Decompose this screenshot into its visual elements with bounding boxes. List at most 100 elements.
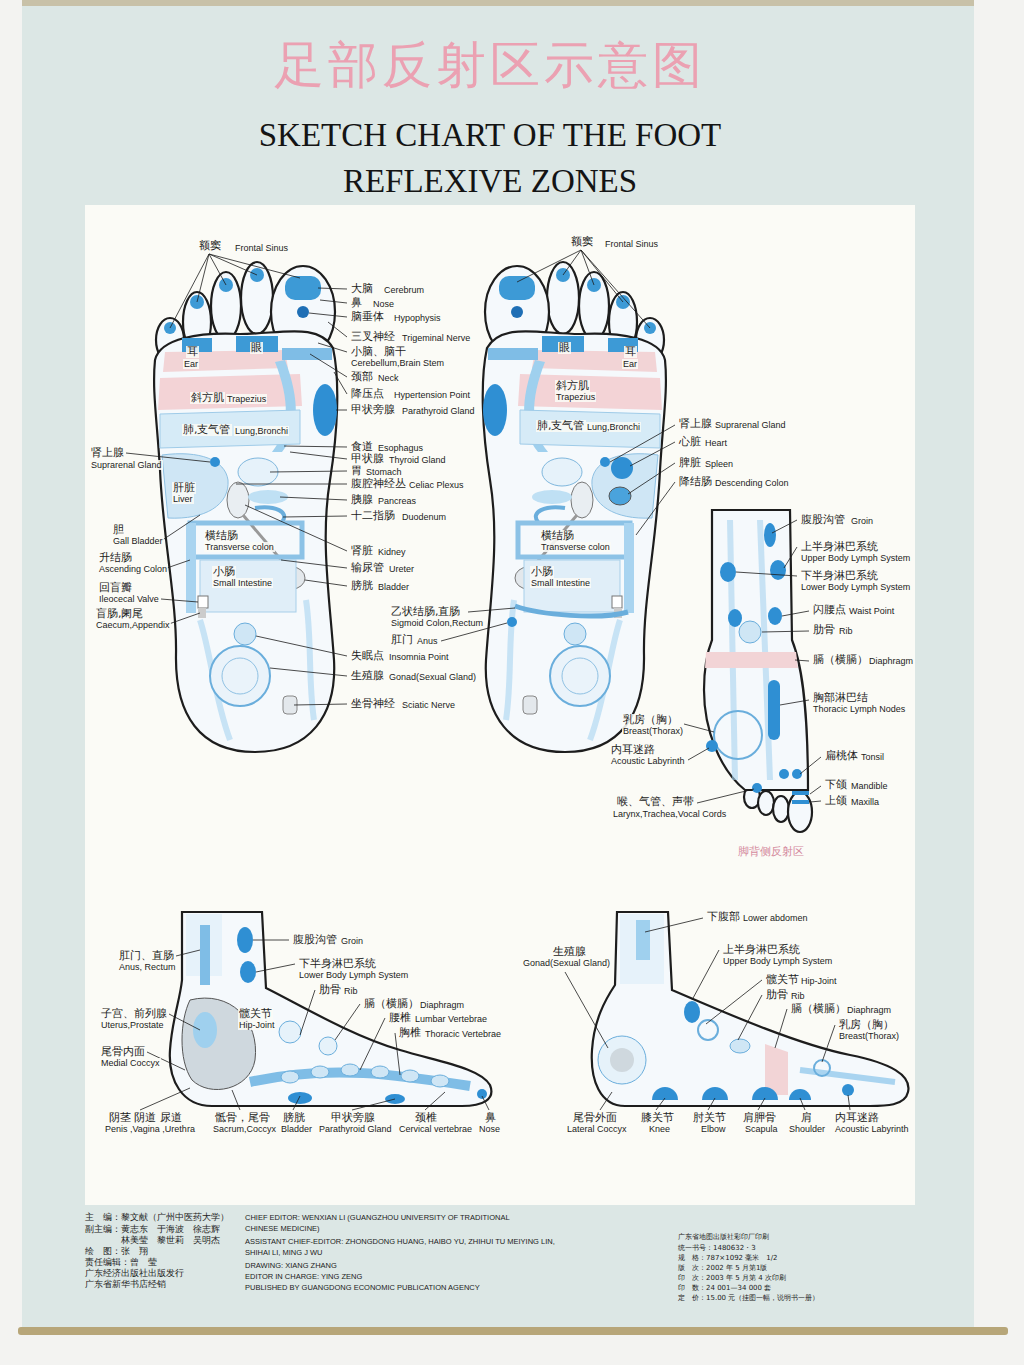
leader-line xyxy=(581,250,623,302)
organ-label: Parathyroid Gland xyxy=(401,406,476,416)
foot-lateral-drawing xyxy=(684,1001,700,1023)
organ-label: 盲肠,阑尾 xyxy=(95,608,145,620)
organ-label: Medial Coccyx xyxy=(100,1058,161,1068)
organ-label: 肋骨 xyxy=(765,989,789,1001)
leader-line xyxy=(293,1096,300,1110)
organ-label: Sacrum,Coccyx xyxy=(212,1124,277,1134)
zone-caption: 脚背侧反射区 xyxy=(738,846,804,858)
organ-label: 小脑、脑干 xyxy=(350,346,407,358)
organ-label: 腹股沟管 xyxy=(292,934,338,946)
foot-medial-drawing xyxy=(431,1075,449,1087)
organ-label: 小肠 xyxy=(530,566,554,578)
leader-line xyxy=(170,254,209,328)
leader-line xyxy=(563,250,581,275)
credit-text: 广东省新华书店经销 xyxy=(85,1279,166,1290)
organ-label: Transverse colon xyxy=(540,542,611,552)
leader-line xyxy=(772,520,797,533)
organ-label: Esophagus xyxy=(377,443,424,453)
organ-label: 上半身淋巴系统 xyxy=(800,541,879,553)
foot-dorsum-drawing xyxy=(788,792,812,832)
organ-label: Thoracic Lymph Nodes xyxy=(812,704,906,714)
organ-label: Cerebellum,Brain Stem xyxy=(350,358,445,368)
organ-label: 十二指肠 xyxy=(350,510,396,522)
organ-label: 肛门、直肠 xyxy=(118,950,175,962)
organ-label: 耳 xyxy=(186,346,199,358)
organ-label: 子宫、前列腺 xyxy=(100,1008,168,1020)
credit-text: 责任编辑：曾 莹 xyxy=(85,1257,157,1268)
foot-lateral-drawing xyxy=(814,1060,830,1076)
organ-label: 额窦 xyxy=(198,240,222,252)
chart-title-chinese: 足部反射区示意图 xyxy=(180,35,800,95)
leader-line xyxy=(636,482,675,535)
leader-line xyxy=(126,250,850,1110)
credit-text: 副主编：黄志东 于海波 徐志辉 xyxy=(85,1224,220,1235)
leader-line xyxy=(305,580,347,586)
foot-dorsum-drawing xyxy=(730,520,735,780)
organ-label: 尾骨外面 xyxy=(572,1112,618,1124)
organ-label: 膈（横膈） xyxy=(363,998,420,1010)
foot-lateral-drawing xyxy=(592,912,909,1106)
organ-label: 肋骨 xyxy=(812,624,836,636)
foot-lateral-drawing xyxy=(765,1044,788,1095)
leader-line xyxy=(468,608,515,612)
leader-line xyxy=(140,1088,190,1110)
leader-line xyxy=(630,442,675,466)
organ-label: 内耳迷路 xyxy=(834,1112,880,1124)
organ-label: 髋关节 xyxy=(238,1008,273,1020)
foot-medial-drawing xyxy=(200,925,210,985)
leader-line xyxy=(334,372,347,394)
leader-line xyxy=(256,636,347,656)
leader-line xyxy=(800,1098,805,1110)
organ-label: 眼 xyxy=(250,342,263,354)
leader-line xyxy=(360,1018,385,1070)
foot-medial-drawing xyxy=(319,1037,337,1055)
organ-label: 降结肠 xyxy=(678,476,713,488)
leader-line xyxy=(209,254,300,278)
foot-dorsum-drawing xyxy=(770,560,786,580)
organ-label: 斜方肌 xyxy=(190,392,225,404)
foot-dorsum-drawing xyxy=(752,783,762,793)
poster-ground xyxy=(22,0,974,1330)
print-info: 广东省地图出版社彩印厂印刷 xyxy=(678,1232,769,1242)
organ-label: 上颌 xyxy=(824,795,848,807)
organ-label: 膈（横膈） xyxy=(812,654,869,666)
leader-line xyxy=(708,1098,715,1110)
foot-dorsum-drawing xyxy=(714,711,762,759)
organ-label: Trigeminal Nerve xyxy=(401,333,471,343)
foot-medial-drawing xyxy=(193,1012,217,1048)
print-info: 定 价：15.00 元（挂图一幅，说明书一册） xyxy=(678,1293,819,1303)
organ-label: 肺,支气管 xyxy=(536,420,586,432)
foot-lateral-drawing xyxy=(730,1039,750,1053)
print-info: 规 格：787×1092 毫米 1/2 xyxy=(678,1253,778,1263)
organ-label: 胸椎 xyxy=(398,1027,422,1039)
organ-label: Heart xyxy=(704,438,728,448)
organ-label: 下半身淋巴系统 xyxy=(800,570,879,582)
organ-label: Groin xyxy=(850,516,874,526)
foot-lateral-drawing xyxy=(842,1084,854,1096)
foot-medial-drawing xyxy=(279,1021,301,1043)
organ-label: 髋关节 xyxy=(765,974,800,986)
foot-medial-drawing xyxy=(311,1066,329,1078)
leader-line xyxy=(848,1095,850,1110)
organ-label: 腹股沟管 xyxy=(800,514,846,526)
organ-label: Suprarenal Gland xyxy=(90,460,163,470)
leader-line xyxy=(780,700,809,705)
foot-dorsum-drawing xyxy=(728,609,742,627)
organ-label: 尾骨内面 xyxy=(100,1046,146,1058)
leader-line xyxy=(270,471,347,472)
organ-label: Thyroid Gland xyxy=(388,455,447,465)
foot-lateral-drawing xyxy=(610,1048,634,1072)
organ-label: 肘关节 xyxy=(692,1112,727,1124)
organ-label: Ileocecal Valve xyxy=(98,594,160,604)
organ-label: 食道 xyxy=(350,441,374,453)
organ-label: Cervical vertebrae xyxy=(398,1124,473,1134)
leader-line xyxy=(166,613,200,625)
organ-label: Duodenum xyxy=(401,512,447,522)
organ-label: 甲状腺 xyxy=(350,453,385,465)
organ-label: Sigmoid Colon,Rectum xyxy=(390,618,484,628)
organ-label: 斜方肌 xyxy=(555,380,590,392)
leader-line xyxy=(645,918,703,932)
organ-label: Elbow xyxy=(700,1124,727,1134)
organ-label: Groin xyxy=(340,936,364,946)
organ-label: 鼻 xyxy=(484,1112,497,1124)
